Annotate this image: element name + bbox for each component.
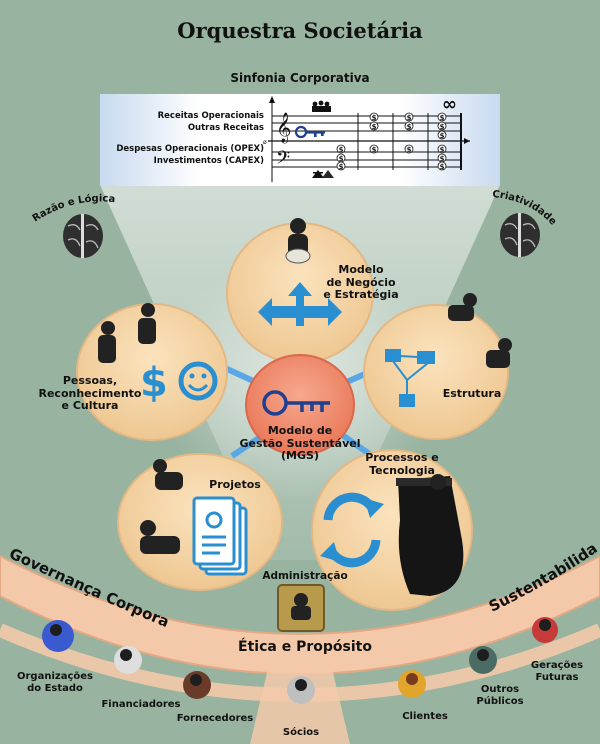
dollar-note bbox=[437, 121, 447, 131]
dollar-note-glyph: $ bbox=[440, 114, 445, 122]
dollar-notes: $$$$$$$$$$$$$$$ bbox=[336, 112, 447, 171]
grand-piano bbox=[396, 476, 464, 596]
audience-fornecedores: Fornecedores bbox=[176, 713, 254, 724]
dollar-note bbox=[404, 112, 414, 122]
brain-right-icon bbox=[500, 213, 540, 257]
platform-center bbox=[245, 354, 355, 456]
svg-text:𝄢: 𝄢 bbox=[276, 148, 290, 173]
staff-row-receitas: Receitas Operacionais bbox=[157, 111, 264, 121]
dollar-note-glyph: $ bbox=[372, 146, 377, 154]
label-projetos: Projetos bbox=[209, 478, 261, 491]
documents-icon bbox=[192, 496, 248, 576]
dollar-note bbox=[404, 121, 414, 131]
page-title: Orquestra Societária bbox=[177, 18, 423, 43]
audience-socios: Sócios bbox=[282, 727, 320, 738]
label-modelo: Modelo de Negócio e Estratégia bbox=[323, 263, 399, 302]
staff-row-capex: Investimentos (CAPEX) bbox=[153, 156, 264, 166]
dollar-note-glyph: $ bbox=[407, 114, 412, 122]
svg-text:$: $ bbox=[140, 360, 168, 406]
audience-seats bbox=[42, 617, 558, 704]
dollar-note bbox=[336, 161, 346, 171]
infinity-symbol: ∞ bbox=[442, 94, 457, 115]
score-sheet: 𝄞 𝄢 ∞ ø bbox=[100, 94, 500, 186]
dollar-note-glyph: $ bbox=[440, 163, 445, 171]
audience-estado: Organizações do Estado bbox=[17, 671, 93, 694]
dollar-note-glyph: $ bbox=[372, 123, 377, 131]
audience-clientes: Clientes bbox=[402, 711, 448, 722]
label-administracao: Administração bbox=[262, 570, 348, 582]
dollar-note bbox=[437, 161, 447, 171]
staff-row-outras: Outras Receitas bbox=[187, 123, 264, 133]
label-processos: Processos e Tecnologia bbox=[365, 451, 439, 477]
dollar-smiley-icon: $ bbox=[140, 360, 218, 406]
dollar-note-glyph: $ bbox=[440, 132, 445, 140]
directions-arrows-icon bbox=[258, 282, 342, 326]
dollar-note-glyph: $ bbox=[440, 146, 445, 154]
audience-financiadores: Financiadores bbox=[101, 699, 181, 710]
dollar-note bbox=[369, 112, 379, 122]
dollar-note-glyph: $ bbox=[440, 123, 445, 131]
platform-estrutura bbox=[363, 304, 509, 440]
dollar-note bbox=[404, 144, 414, 154]
label-etica-proposito: Ética e Propósito bbox=[238, 639, 372, 655]
musicians bbox=[98, 218, 512, 554]
dollar-note bbox=[336, 144, 346, 154]
label-center-mgs: Modelo de Gestão Sustentável (MGS) bbox=[239, 424, 361, 463]
staff-row-opex: Despesas Operacionais (OPEX) bbox=[116, 144, 264, 154]
dollar-note bbox=[369, 144, 379, 154]
dollar-note-glyph: $ bbox=[440, 155, 445, 163]
audience-futuras: Gerações Futuras bbox=[530, 660, 584, 683]
dollar-note bbox=[369, 121, 379, 131]
dollar-note bbox=[437, 144, 447, 154]
key-icon bbox=[262, 390, 330, 416]
svg-text:𝄞: 𝄞 bbox=[276, 112, 291, 144]
dollar-note-glyph: $ bbox=[339, 155, 344, 163]
dollar-note-glyph: $ bbox=[407, 123, 412, 131]
refresh-arrowheads bbox=[320, 498, 384, 562]
org-structure-icon bbox=[385, 349, 435, 407]
dollar-note-glyph: $ bbox=[339, 163, 344, 171]
conductor-podium bbox=[277, 584, 325, 632]
dollar-note bbox=[437, 112, 447, 122]
dollar-note-glyph: $ bbox=[372, 114, 377, 122]
label-pessoas: Pessoas, Reconhecimento e Cultura bbox=[38, 374, 142, 413]
zero-mark: ø bbox=[263, 139, 267, 146]
audience-publicos: Outros Públicos bbox=[476, 684, 524, 707]
label-estrutura: Estrutura bbox=[442, 387, 502, 400]
dollar-note-glyph: $ bbox=[407, 146, 412, 154]
governance-arc bbox=[0, 554, 600, 675]
brain-left-icon bbox=[63, 214, 103, 258]
score-title: Sinfonia Corporativa bbox=[230, 71, 370, 85]
dollar-note bbox=[437, 130, 447, 140]
dollar-note-glyph: $ bbox=[339, 146, 344, 154]
